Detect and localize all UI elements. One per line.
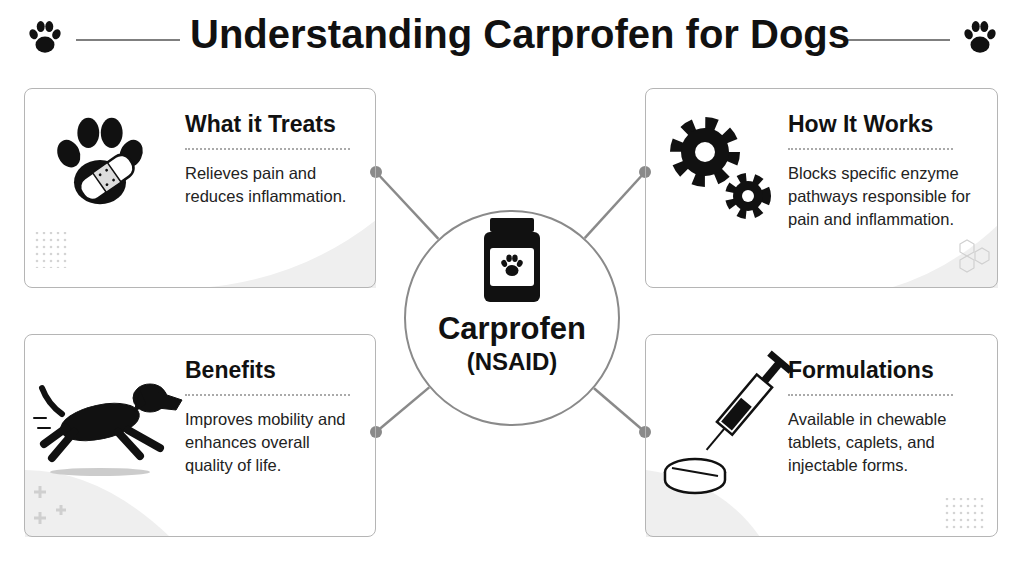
paw-icon: [963, 21, 997, 53]
dotted-rule: [788, 148, 953, 150]
drug-class: (NSAID): [406, 347, 618, 377]
dot-texture: [944, 498, 986, 530]
title-rule: [76, 39, 180, 41]
connector-line: [370, 166, 438, 239]
dotted-rule: [185, 148, 350, 150]
drug-name: Carprofen: [406, 310, 618, 347]
card-heading: Formulations: [788, 357, 983, 385]
card-body: Blocks specific enzyme pathways responsi…: [788, 162, 983, 232]
pill-syringe-icon: [665, 350, 793, 493]
connector-line: [585, 166, 651, 238]
info-card: What it TreatsRelieves pain and reduces …: [24, 88, 376, 288]
card-heading: What it Treats: [185, 111, 361, 139]
info-card: FormulationsAvailable in chewable tablet…: [645, 334, 998, 537]
plus-marks: [34, 486, 66, 524]
hex-texture: [960, 240, 989, 272]
dotted-rule: [788, 394, 953, 396]
connector-line: [594, 388, 651, 438]
card-body: Improves mobility and enhances overall q…: [185, 408, 361, 478]
medicine-bottle-icon: [484, 218, 540, 302]
corner-shade: [200, 220, 376, 288]
corner-shade: [890, 225, 998, 288]
dotted-rule: [185, 394, 350, 396]
card-heading: Benefits: [185, 357, 361, 385]
paw-icon: [28, 21, 62, 53]
card-body: Available in chewable tablets, caplets, …: [788, 408, 983, 478]
card-heading: How It Works: [788, 111, 983, 139]
info-card: BenefitsImproves mobility and enhances o…: [24, 334, 376, 537]
connector-line: [370, 387, 429, 438]
info-card: How It WorksBlocks specific enzyme pathw…: [645, 88, 998, 288]
title-rule: [845, 39, 950, 41]
center-circle: Carprofen(NSAID): [404, 210, 620, 426]
corner-shade: [25, 470, 170, 537]
gears-icon: [677, 124, 766, 214]
bandaged-paw-icon: [53, 118, 147, 205]
diagram-title: Understanding Carprofen for Dogs: [190, 12, 834, 57]
running-dog-icon: [34, 384, 182, 476]
corner-shade: [646, 470, 760, 537]
dot-texture: [34, 232, 70, 268]
card-body: Relieves pain and reduces inflammation.: [185, 162, 361, 209]
